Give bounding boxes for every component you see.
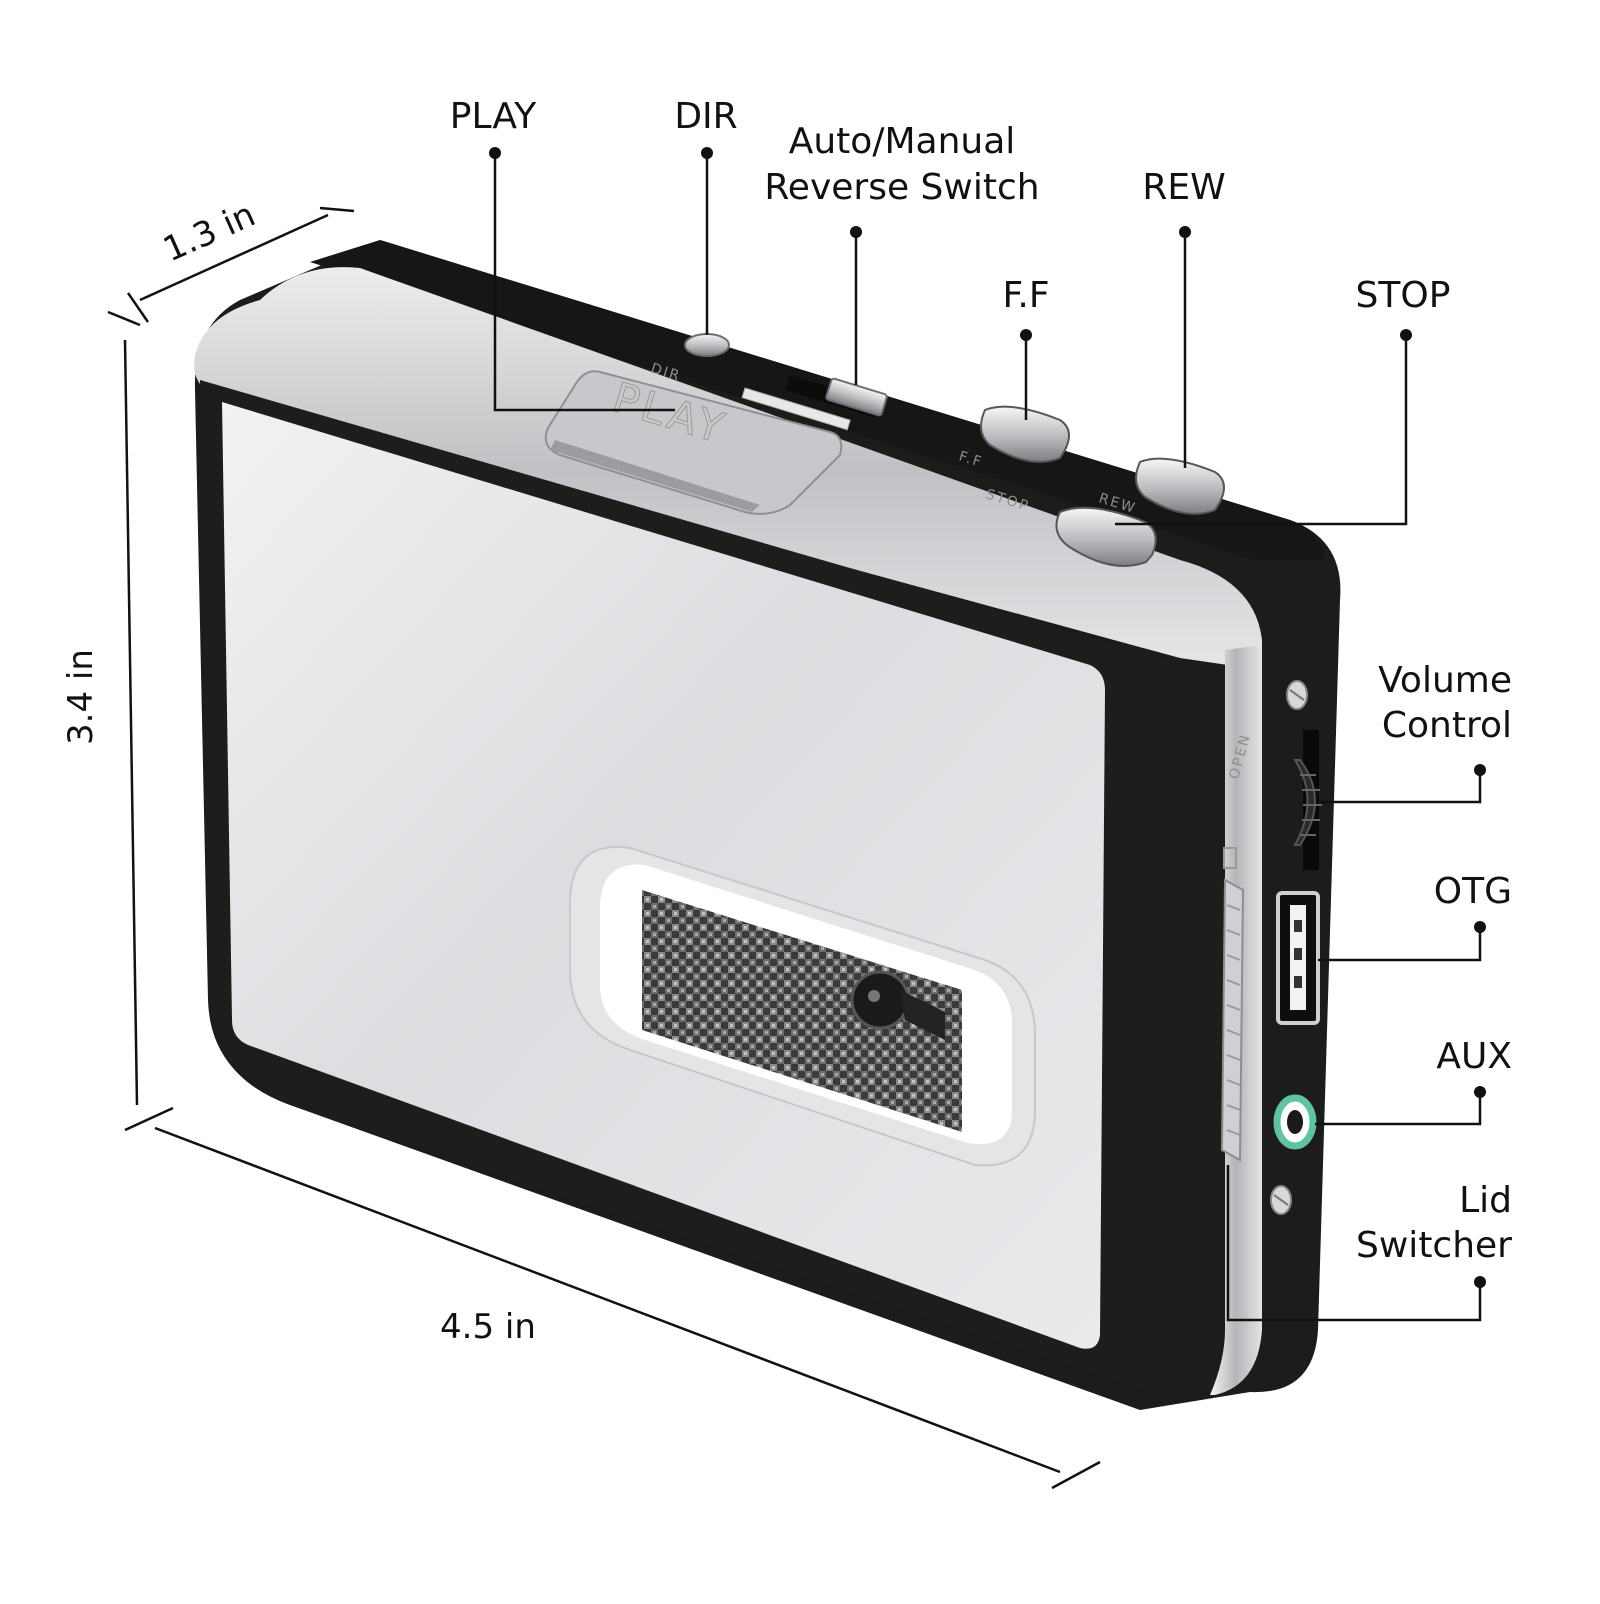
- dir-callout: DIR: [674, 96, 737, 137]
- aux-callout: AUX: [1436, 1036, 1512, 1077]
- device-body: PLAY DIR F.F REW: [194, 240, 1341, 1410]
- capstan-icon: [850, 970, 910, 1030]
- reverse-switch[interactable]: [741, 374, 888, 431]
- tape-window: [642, 890, 962, 1132]
- ff-mark-label: F.F: [957, 449, 985, 471]
- dimension-lines: [107, 206, 1101, 1490]
- aux-jack[interactable]: [1273, 1094, 1317, 1150]
- volume-callout-line2: Control: [1382, 705, 1512, 746]
- lid-callout-line1: Lid: [1459, 1180, 1512, 1221]
- height-dimension-label: 3.4 in: [61, 649, 101, 745]
- rew-callout: REW: [1142, 167, 1225, 208]
- callout-leaders: [493, 153, 1482, 1322]
- lid-callout-line2: Switcher: [1356, 1225, 1512, 1266]
- width-dimension-label: 4.5 in: [440, 1307, 536, 1347]
- stop-callout: STOP: [1356, 275, 1451, 316]
- play-callout: PLAY: [450, 96, 537, 137]
- reverse-switch-callout-line2: Reverse Switch: [764, 167, 1039, 208]
- callout-dots: [489, 147, 1486, 1288]
- volume-callout-line1: Volume: [1378, 660, 1512, 701]
- reverse-switch-callout-line1: Auto/Manual: [789, 121, 1016, 162]
- volume-wheel[interactable]: [1293, 730, 1322, 870]
- otg-port[interactable]: [1276, 891, 1320, 1025]
- depth-dimension-label: 1.3 in: [157, 195, 261, 271]
- ff-button[interactable]: F.F: [957, 405, 1070, 471]
- otg-callout: OTG: [1434, 871, 1512, 912]
- ff-callout: F.F: [1002, 275, 1049, 316]
